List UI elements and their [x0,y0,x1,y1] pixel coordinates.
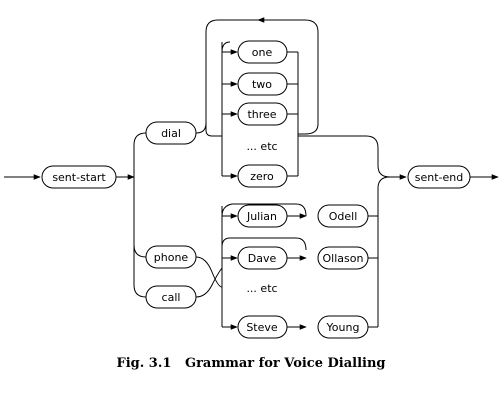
node-call-label: call [162,291,181,304]
node-julian-label: Julian [246,210,277,223]
node-steve: Steve [237,315,288,339]
node-one-label: one [252,46,273,59]
node-call: call [145,285,197,309]
node-phone-label: phone [154,251,189,264]
node-two-label: two [252,78,272,91]
node-ollason-label: Ollason [323,252,364,265]
node-one: one [237,40,288,64]
figure-caption: Fig. 3.1 Grammar for Voice Dialling [0,356,502,371]
node-young: Young [317,315,369,339]
node-zero: zero [237,164,288,188]
node-sent-start-label: sent-start [52,171,106,184]
node-steve-label: Steve [246,321,278,334]
node-dave: Dave [237,246,288,270]
figure-title: Grammar for Voice Dialling [184,356,386,371]
node-dial-label: dial [161,127,181,140]
node-sent-start: sent-start [41,165,117,189]
node-three-label: three [247,108,276,121]
node-three: three [237,102,288,126]
node-young-label: Young [326,321,360,334]
node-sent-end: sent-end [407,165,471,189]
node-two: two [237,72,288,96]
etc-names-label: ... etc [246,282,277,295]
connector-lines [4,17,499,330]
node-odell: Odell [317,204,369,228]
node-odell-label: Odell [329,210,358,223]
node-julian: Julian [237,204,288,228]
node-sent-end-label: sent-end [415,171,463,184]
node-phone: phone [145,245,197,269]
node-zero-label: zero [250,170,274,183]
node-dave-label: Dave [248,252,277,265]
node-dial: dial [145,121,197,145]
etc-digits-label: ... etc [246,140,277,153]
figure-number: Fig. 3.1 [116,356,172,371]
node-ollason: Ollason [317,246,369,270]
